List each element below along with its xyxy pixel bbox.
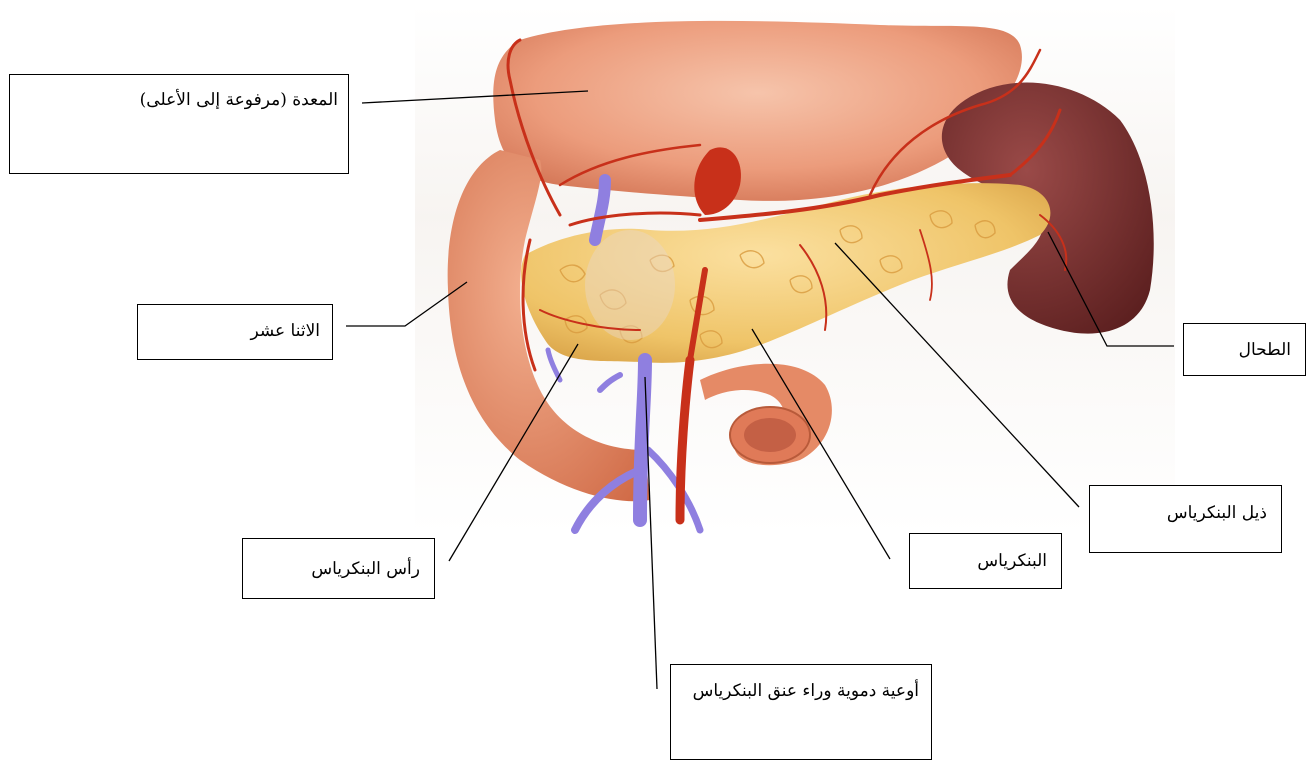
label-duodenum-text: الاثنا عشر — [148, 318, 320, 344]
label-pancreas-head-text: رأس البنكرياس — [251, 556, 420, 582]
label-pancreas-tail: ذيل البنكرياس — [1089, 485, 1282, 553]
label-spleen: الطحال — [1183, 323, 1306, 376]
label-pancreas-tail-text: ذيل البنكرياس — [1098, 500, 1267, 526]
label-vessels-text: أوعية دموية وراء عنق البنكرياس — [679, 678, 919, 704]
label-vessels: أوعية دموية وراء عنق البنكرياس — [670, 664, 932, 760]
label-spleen-text: الطحال — [1192, 337, 1291, 363]
label-stomach-text: المعدة (مرفوعة إلى الأعلى) — [20, 87, 338, 113]
label-pancreas: البنكرياس — [909, 533, 1062, 589]
pancreas-neck — [585, 230, 675, 340]
label-duodenum: الاثنا عشر — [137, 304, 333, 360]
label-stomach: المعدة (مرفوعة إلى الأعلى) — [9, 74, 349, 174]
label-pancreas-head: رأس البنكرياس — [242, 538, 435, 599]
label-pancreas-text: البنكرياس — [918, 548, 1047, 574]
